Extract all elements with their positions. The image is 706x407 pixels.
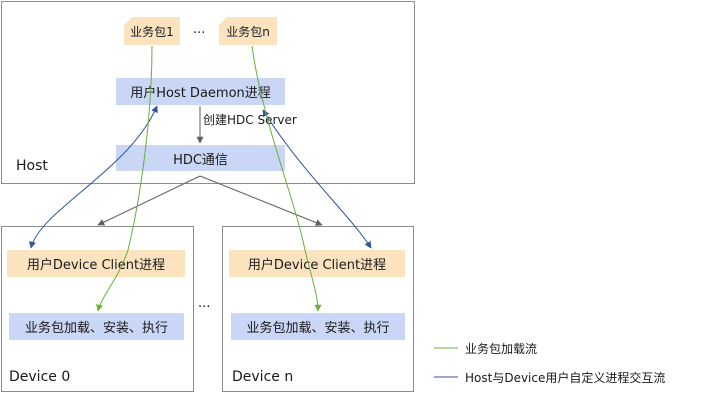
package-1-load-flow <box>96 45 153 312</box>
host-daemon-process-label: 用户Host Daemon进程 <box>130 86 271 101</box>
packages-ellipsis: ... <box>193 22 206 37</box>
package-n-load-flow <box>251 45 322 312</box>
package-fold-corner-icon <box>219 17 227 25</box>
business-package-1-label: 业务包1 <box>130 24 174 39</box>
business-package-n: 业务包n <box>219 17 277 45</box>
device-0-package-actions-label: 业务包加载、安装、执行 <box>24 321 168 336</box>
device-n-client-process-label: 用户Device Client进程 <box>247 258 387 273</box>
host-device-n-interaction-flow <box>262 109 372 249</box>
host-daemon-process: 用户Host Daemon进程 <box>116 78 285 105</box>
business-package-n-label: 业务包n <box>226 24 270 39</box>
legend-package-load-flow-label: 业务包加载流 <box>465 342 538 356</box>
hdc-to-device-n-arrow <box>199 175 323 226</box>
device-0-label: Device 0 <box>9 369 71 385</box>
hdc-communication-label: HDC通信 <box>173 152 228 168</box>
device-n-package-actions: 业务包加载、安装、执行 <box>231 313 405 340</box>
business-package-1: 业务包1 <box>124 17 180 45</box>
host-device-0-interaction-flow <box>29 105 158 249</box>
hdc-to-device-0-arrow <box>97 175 201 226</box>
devices-ellipsis: ... <box>198 296 211 311</box>
device-n-label: Device n <box>232 369 294 385</box>
device-n-package-actions-label: 业务包加载、安装、执行 <box>246 321 390 336</box>
legend-interaction-flow-label: Host与Device用户自定义进程交互流 <box>465 371 666 385</box>
package-fold-corner-icon <box>124 17 132 25</box>
device-0-package-actions: 业务包加载、安装、执行 <box>9 313 184 340</box>
device-0-client-process-label: 用户Device Client进程 <box>26 258 166 273</box>
device-n-client-process: 用户Device Client进程 <box>229 250 405 277</box>
device-0-client-process: 用户Device Client进程 <box>7 250 185 277</box>
